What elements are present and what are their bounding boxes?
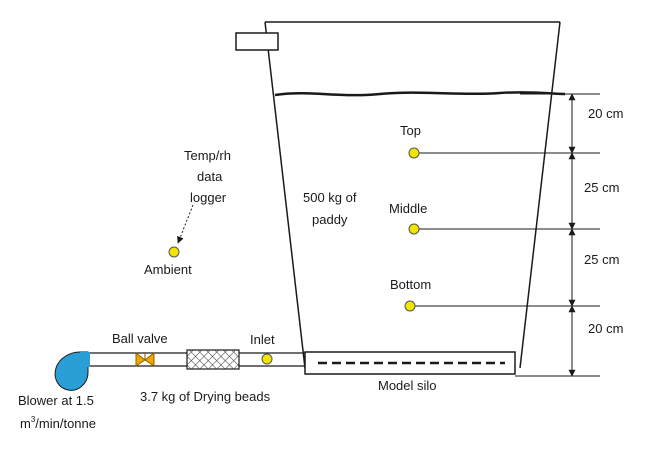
paddy-surface (274, 91, 566, 97)
logger-arrow (177, 204, 194, 244)
ambient-label: Ambient (144, 262, 192, 277)
middle-label: Middle (389, 201, 427, 216)
paddy-label-line1: 500 kg of (303, 190, 357, 205)
paddy-label-line2: paddy (312, 212, 348, 227)
dimension-label-2: 25 cm (584, 180, 619, 195)
dimension-label-4: 20 cm (588, 321, 623, 336)
blower-label-line1: Blower at 1.5 (18, 393, 94, 408)
blower-unit-superscript: 3 (31, 415, 36, 424)
ambient-sensor (168, 246, 180, 258)
silo-right-wall (519, 21, 561, 369)
silo-lid (235, 32, 279, 51)
logger-label-line1: Temp/rh (184, 148, 231, 163)
model-silo (235, 21, 566, 375)
bottom-sensor (404, 300, 416, 312)
inlet-sensor (261, 353, 273, 365)
top-label: Top (400, 123, 421, 138)
logger-label-line3: logger (190, 190, 227, 205)
model-silo-label: Model silo (378, 378, 437, 393)
drying-beads-cartridge (186, 349, 240, 370)
blower-unit-rest: /min/tonne (35, 416, 96, 431)
silo-left-wall (264, 21, 306, 369)
middle-sensor (408, 223, 420, 235)
dimension-label-1: 20 cm (588, 106, 623, 121)
blower-unit-m: m (20, 416, 31, 431)
blower-icon (54, 351, 90, 391)
bottom-label: Bottom (390, 277, 431, 292)
ball-valve-icon (135, 351, 155, 367)
top-sensor (408, 147, 420, 159)
logger-label-line2: data (197, 169, 223, 184)
inlet-label: Inlet (250, 332, 275, 347)
ball-valve-label: Ball valve (112, 331, 168, 346)
dimension-label-3: 25 cm (584, 252, 619, 267)
drying-beads-label: 3.7 kg of Drying beads (140, 389, 271, 404)
blower-label-line2: m3/min/tonne (20, 415, 96, 431)
